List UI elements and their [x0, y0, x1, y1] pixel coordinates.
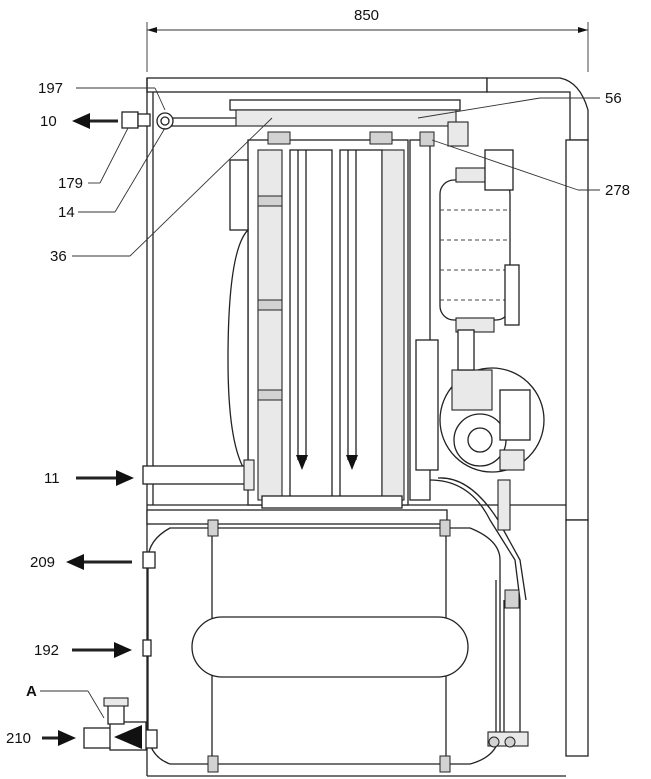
heat-exchanger	[227, 131, 409, 509]
callout-10: 10	[40, 113, 57, 130]
callout-labels: 197 10 179 14 36 56 278 11 209 192 A 210	[6, 80, 630, 747]
callout-56: 56	[605, 90, 622, 107]
callout-278: 278	[605, 182, 630, 199]
top-plate	[165, 99, 461, 127]
drain-valve	[83, 697, 147, 751]
storage-tank	[142, 509, 529, 773]
flow-arrows	[42, 113, 134, 746]
callout-14: 14	[58, 204, 75, 221]
callout-197: 197	[38, 80, 63, 97]
callout-179: 179	[58, 175, 83, 192]
outer-casing	[146, 77, 589, 777]
callout-209: 209	[30, 554, 55, 571]
width-dimension: 850	[146, 7, 589, 72]
callout-36: 36	[50, 248, 67, 265]
callout-210: 210	[6, 730, 31, 747]
callout-11: 11	[44, 470, 60, 487]
burner-assembly	[415, 329, 545, 609]
leader-lines	[40, 87, 600, 719]
dimension-label: 850	[354, 7, 379, 24]
outlet-fitting	[121, 111, 174, 130]
return-pipe	[142, 459, 255, 491]
callout-A: A	[26, 683, 37, 700]
callout-192: 192	[34, 642, 59, 659]
